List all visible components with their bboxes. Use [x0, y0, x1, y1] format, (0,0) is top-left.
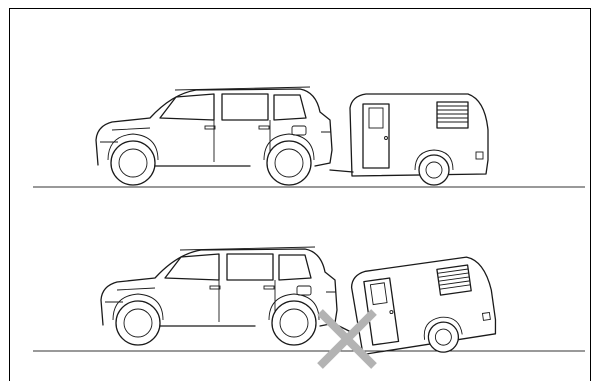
trailer-vent: [437, 265, 471, 295]
hitch: [330, 170, 353, 172]
suv-icon: [101, 247, 337, 345]
trailer-icon: [350, 254, 499, 363]
cross-mark-icon: [320, 312, 374, 366]
suv-icon: [96, 87, 332, 185]
trailer-vent: [437, 102, 468, 128]
panel-correct: [33, 87, 585, 187]
panel-incorrect: [33, 247, 585, 366]
trailer-icon: [350, 94, 488, 185]
